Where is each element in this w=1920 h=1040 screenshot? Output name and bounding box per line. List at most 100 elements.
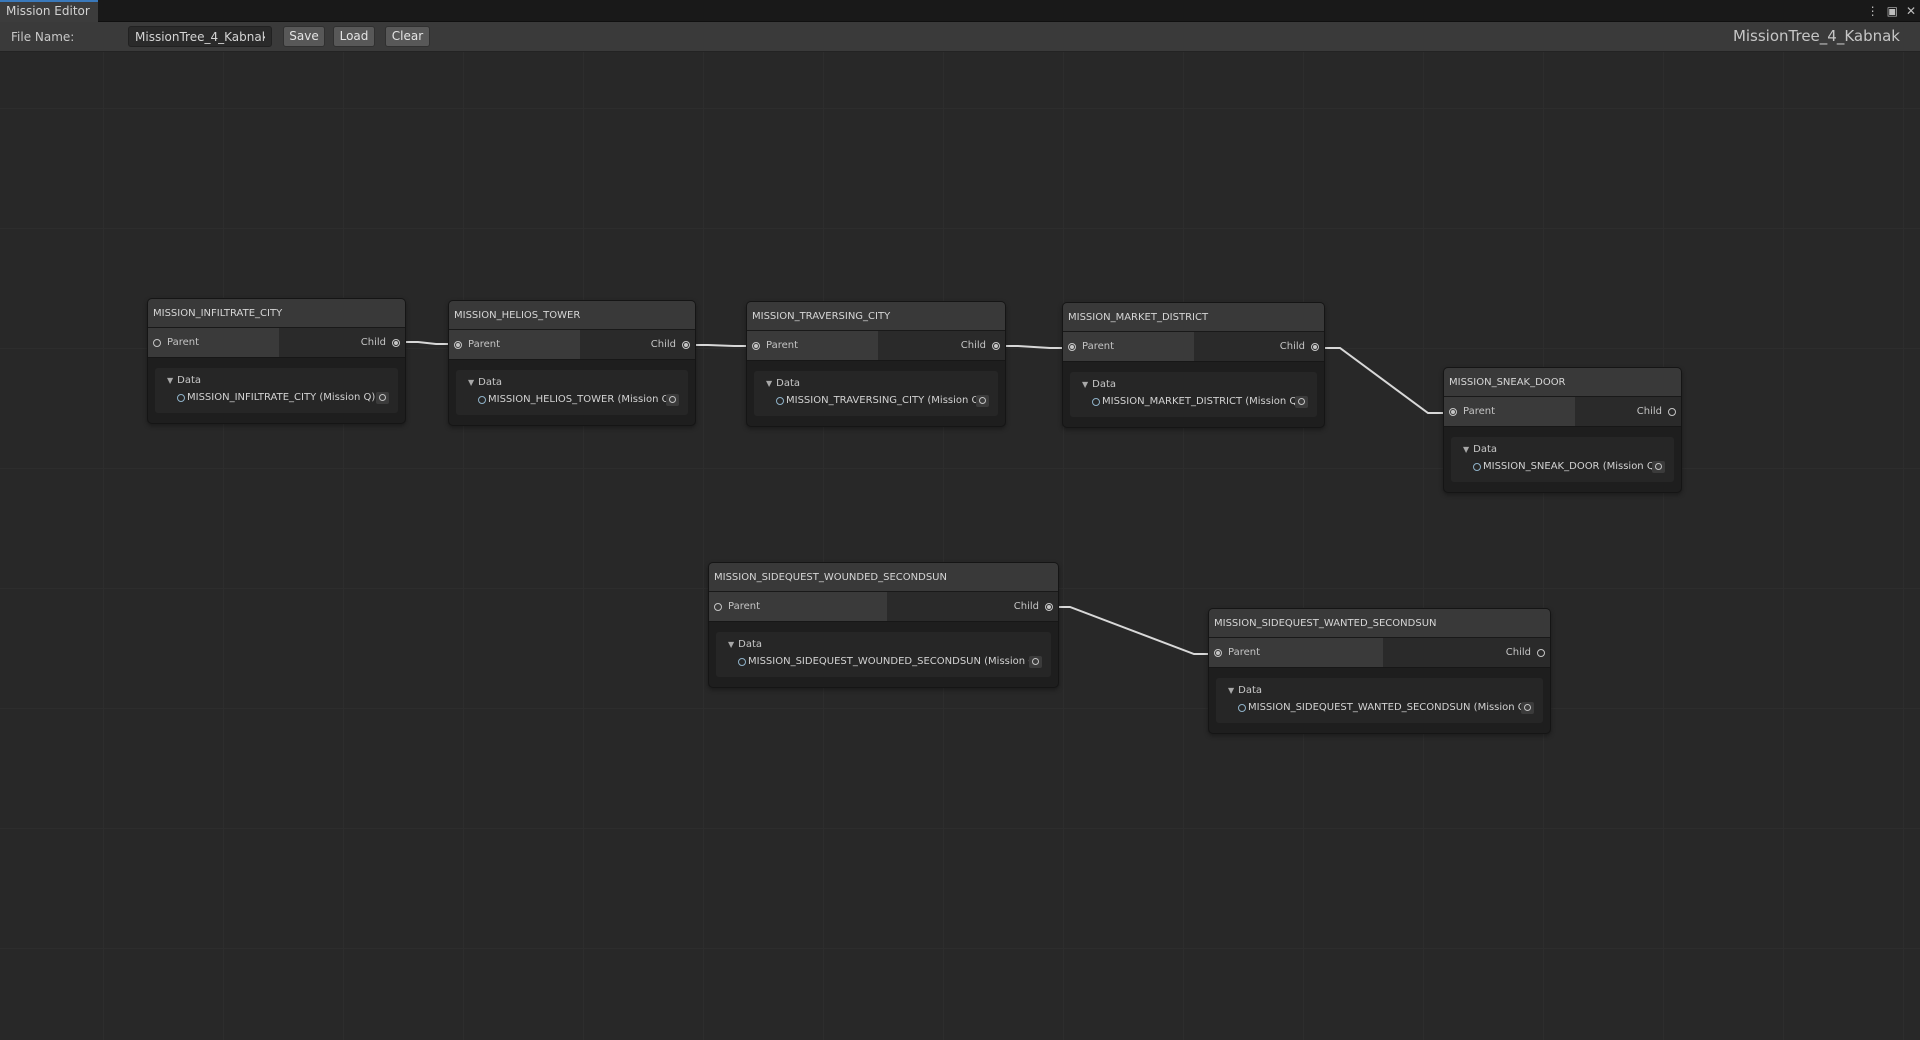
child-port[interactable]: Child [651,330,695,359]
parent-port[interactable]: Parent [1444,397,1575,426]
mission-object-field[interactable]: MISSION_INFILTRATE_CITY (Mission Q) [177,389,389,407]
mission-object-field[interactable]: MISSION_SNEAK_DOOR (Mission Q) [1473,458,1665,476]
foldout-arrow-icon: ▼ [766,379,773,388]
window-title-bar: Mission Editor ⋮ ▣ ✕ [0,0,1920,22]
parent-port-label: Parent [1228,647,1261,658]
foldout-arrow-icon: ▼ [1082,380,1089,389]
object-picker-icon[interactable] [1295,396,1308,408]
node-body: ▼Data MISSION_SNEAK_DOOR (Mission Q) [1444,427,1681,492]
parent-port[interactable]: Parent [449,330,580,359]
parent-port-label: Parent [167,337,200,348]
mission-object-field[interactable]: MISSION_SIDEQUEST_WANTED_SECONDSUN (Miss… [1238,699,1534,717]
child-port-label: Child [960,340,986,351]
data-foldout[interactable]: ▼Data [456,374,688,391]
data-foldout[interactable]: ▼Data [716,636,1051,653]
scriptable-object-icon [776,397,784,405]
mission-object-field[interactable]: MISSION_SIDEQUEST_WOUNDED_SECONDSUN (Mis… [738,653,1042,671]
node-ports: Parent Child [1444,397,1681,427]
data-foldout-label: Data [1473,444,1498,455]
data-foldout-label: Data [776,378,801,389]
mission-object-value: MISSION_SNEAK_DOOR (Mission Q) [1483,461,1659,472]
kebab-menu-icon[interactable]: ⋮ [1866,4,1879,18]
editor-toolbar: File Name: Save Load Clear MissionTree_4… [0,22,1920,52]
data-foldout-label: Data [1092,379,1117,390]
mission-object-value: MISSION_SIDEQUEST_WANTED_SECONDSUN (Miss… [1248,702,1530,713]
data-foldout-box: ▼Data MISSION_TRAVERSING_CITY (Mission Q… [754,371,998,416]
child-port[interactable]: Child [361,328,405,357]
data-foldout-label: Data [1238,685,1263,696]
mission-object-value: MISSION_SIDEQUEST_WOUNDED_SECONDSUN (Mis… [748,656,1041,667]
node-title: MISSION_MARKET_DISTRICT [1063,303,1324,332]
node-title: MISSION_TRAVERSING_CITY [747,302,1005,331]
object-picker-icon[interactable] [1029,656,1042,668]
parent-port-label: Parent [1082,341,1115,352]
file-name-label: File Name: [11,30,75,44]
node-ports: Parent Child [1063,332,1324,362]
port-connected-icon [1045,603,1053,611]
child-port[interactable]: Child [1014,592,1058,621]
node-body: ▼Data MISSION_TRAVERSING_CITY (Mission Q… [747,361,1005,426]
parent-port-label: Parent [766,340,799,351]
object-picker-icon[interactable] [1521,702,1534,714]
data-foldout-box: ▼Data MISSION_SIDEQUEST_WOUNDED_SECONDSU… [716,632,1051,677]
object-picker-icon[interactable] [1652,461,1665,473]
scriptable-object-icon [478,396,486,404]
graph-node[interactable]: MISSION_INFILTRATE_CITY Parent Child ▼Da… [147,298,406,424]
child-port[interactable]: Child [1506,638,1550,667]
file-name-input[interactable] [128,26,272,47]
child-port-label: Child [360,337,386,348]
save-button[interactable]: Save [283,26,325,47]
graph-node[interactable]: MISSION_TRAVERSING_CITY Parent Child ▼Da… [746,301,1006,427]
data-foldout[interactable]: ▼Data [1070,376,1317,393]
data-foldout[interactable]: ▼Data [1216,682,1543,699]
node-body: ▼Data MISSION_INFILTRATE_CITY (Mission Q… [148,358,405,423]
tab-mission-editor[interactable]: Mission Editor [0,0,98,22]
port-connected-icon [454,341,462,349]
node-title: MISSION_SNEAK_DOOR [1444,368,1681,397]
parent-port[interactable]: Parent [709,592,887,621]
node-ports: Parent Child [449,330,695,360]
parent-port[interactable]: Parent [148,328,279,357]
data-foldout-box: ▼Data MISSION_HELIOS_TOWER (Mission Q) [456,370,688,415]
close-icon[interactable]: ✕ [1905,4,1916,18]
mission-object-field[interactable]: MISSION_TRAVERSING_CITY (Mission Q) [776,392,989,410]
node-title: MISSION_SIDEQUEST_WANTED_SECONDSUN [1209,609,1550,638]
graph-node[interactable]: MISSION_HELIOS_TOWER Parent Child ▼Data … [448,300,696,426]
parent-port-label: Parent [728,601,761,612]
parent-port[interactable]: Parent [747,331,878,360]
graph-node[interactable]: MISSION_SNEAK_DOOR Parent Child ▼Data MI… [1443,367,1682,493]
child-port-label: Child [1013,601,1039,612]
graph-node[interactable]: MISSION_SIDEQUEST_WOUNDED_SECONDSUN Pare… [708,562,1059,688]
mission-object-field[interactable]: MISSION_MARKET_DISTRICT (Mission Q) [1092,393,1308,411]
mission-object-value: MISSION_INFILTRATE_CITY (Mission Q) [187,392,376,403]
data-foldout[interactable]: ▼Data [155,372,398,389]
foldout-arrow-icon: ▼ [167,376,174,385]
object-picker-icon[interactable] [666,394,679,406]
data-foldout-label: Data [478,377,503,388]
child-port[interactable]: Child [961,331,1005,360]
clear-button[interactable]: Clear [385,26,430,47]
load-button[interactable]: Load [333,26,375,47]
scriptable-object-icon [1473,463,1481,471]
child-port[interactable]: Child [1637,397,1681,426]
scriptable-object-icon [738,658,746,666]
mission-object-field[interactable]: MISSION_HELIOS_TOWER (Mission Q) [478,391,679,409]
node-ports: Parent Child [1209,638,1550,668]
mission-object-value: MISSION_HELIOS_TOWER (Mission Q) [488,394,674,405]
object-picker-icon[interactable] [376,392,389,404]
graph-node[interactable]: MISSION_MARKET_DISTRICT Parent Child ▼Da… [1062,302,1325,428]
port-connected-icon [1449,408,1457,416]
port-connected-icon [1311,343,1319,351]
parent-port[interactable]: Parent [1063,332,1194,361]
child-port[interactable]: Child [1280,332,1324,361]
current-file-title: MissionTree_4_Kabnak [1732,27,1900,45]
graph-node[interactable]: MISSION_SIDEQUEST_WANTED_SECONDSUN Paren… [1208,608,1551,734]
maximize-icon[interactable]: ▣ [1886,4,1898,18]
data-foldout[interactable]: ▼Data [1451,441,1674,458]
parent-port[interactable]: Parent [1209,638,1383,667]
node-body: ▼Data MISSION_SIDEQUEST_WOUNDED_SECONDSU… [709,622,1058,687]
graph-canvas[interactable] [0,52,1920,1040]
data-foldout[interactable]: ▼Data [754,375,998,392]
foldout-arrow-icon: ▼ [1463,445,1470,454]
object-picker-icon[interactable] [976,395,989,407]
